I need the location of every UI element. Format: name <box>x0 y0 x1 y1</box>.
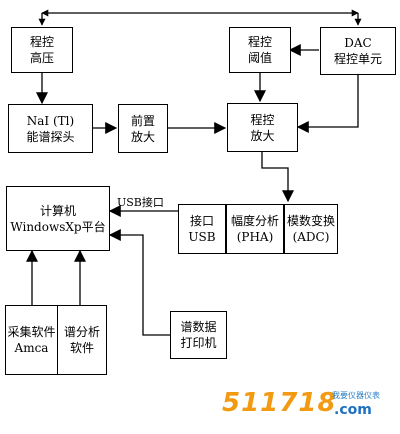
hv-line1: 程控 <box>29 35 54 49</box>
amp-line2: 放大 <box>250 128 275 143</box>
preamp-line1: 前置 <box>130 113 155 128</box>
detector-line2: 能谱探头 <box>26 129 75 144</box>
pha-block: 幅度分析 (PHA) <box>226 204 284 254</box>
dac-unit-block: DAC 程控单元 <box>320 27 396 75</box>
pha-line1: 幅度分析 <box>230 214 279 228</box>
watermark-number: 511718 <box>222 388 337 418</box>
pha-line2: (PHA) <box>236 230 274 244</box>
usb-port-label: USB接口 <box>117 196 164 209</box>
detector-line1: NaI (Tl) <box>26 113 75 128</box>
adc-block: 模数变换 (ADC) <box>284 204 338 254</box>
spec-line2: 软件 <box>69 341 94 355</box>
threshold-line1: 程控 <box>247 35 272 49</box>
amplifier-block: 程控放大 <box>227 103 298 152</box>
threshold-control-block: 程控阈值 <box>229 27 291 73</box>
computer-line2: WindowsXp平台 <box>10 219 106 234</box>
hv-control-block: 程控高压 <box>11 27 73 73</box>
dac-to-amp <box>296 75 359 133</box>
watermark-tagline: 我要仪器仪表 <box>332 391 380 400</box>
watermark-logo: 511718 我要仪器仪表 .com <box>222 388 392 424</box>
adc-line2: (ADC) <box>292 230 330 244</box>
preamp-line2: 放大 <box>130 129 155 144</box>
dac-line1: DAC <box>344 36 372 50</box>
preamp-block: 前置放大 <box>118 104 168 153</box>
amp-to-pha <box>261 152 294 203</box>
printer-block: 谱数据打印机 <box>170 311 227 359</box>
usb-line1: 接口 <box>189 214 214 228</box>
printer-line2: 打印机 <box>180 336 217 350</box>
acq-line1: 采集软件 <box>7 325 56 339</box>
usb-interface-block: 接口 USB <box>178 204 226 254</box>
printer-to-computer <box>108 229 170 336</box>
spec-line1: 谱分析 <box>63 325 100 339</box>
spectrum-software-block: 谱分析软件 <box>57 305 107 375</box>
dac-line2: 程控单元 <box>333 52 382 66</box>
detector-block: NaI (Tl)能谱探头 <box>8 104 93 153</box>
computer-line1: 计算机 <box>39 203 76 218</box>
adc-line1: 模数变换 <box>286 214 335 228</box>
hv-line2: 高压 <box>29 51 54 65</box>
acquisition-software-block: 采集软件 Amca <box>5 305 58 375</box>
printer-line1: 谱数据 <box>180 320 217 334</box>
amp-line1: 程控 <box>250 112 275 127</box>
acq-line2: Amca <box>14 341 49 355</box>
threshold-line2: 阈值 <box>247 51 272 65</box>
watermark-domain: .com <box>334 402 372 418</box>
usb-line2: USB <box>188 230 216 244</box>
